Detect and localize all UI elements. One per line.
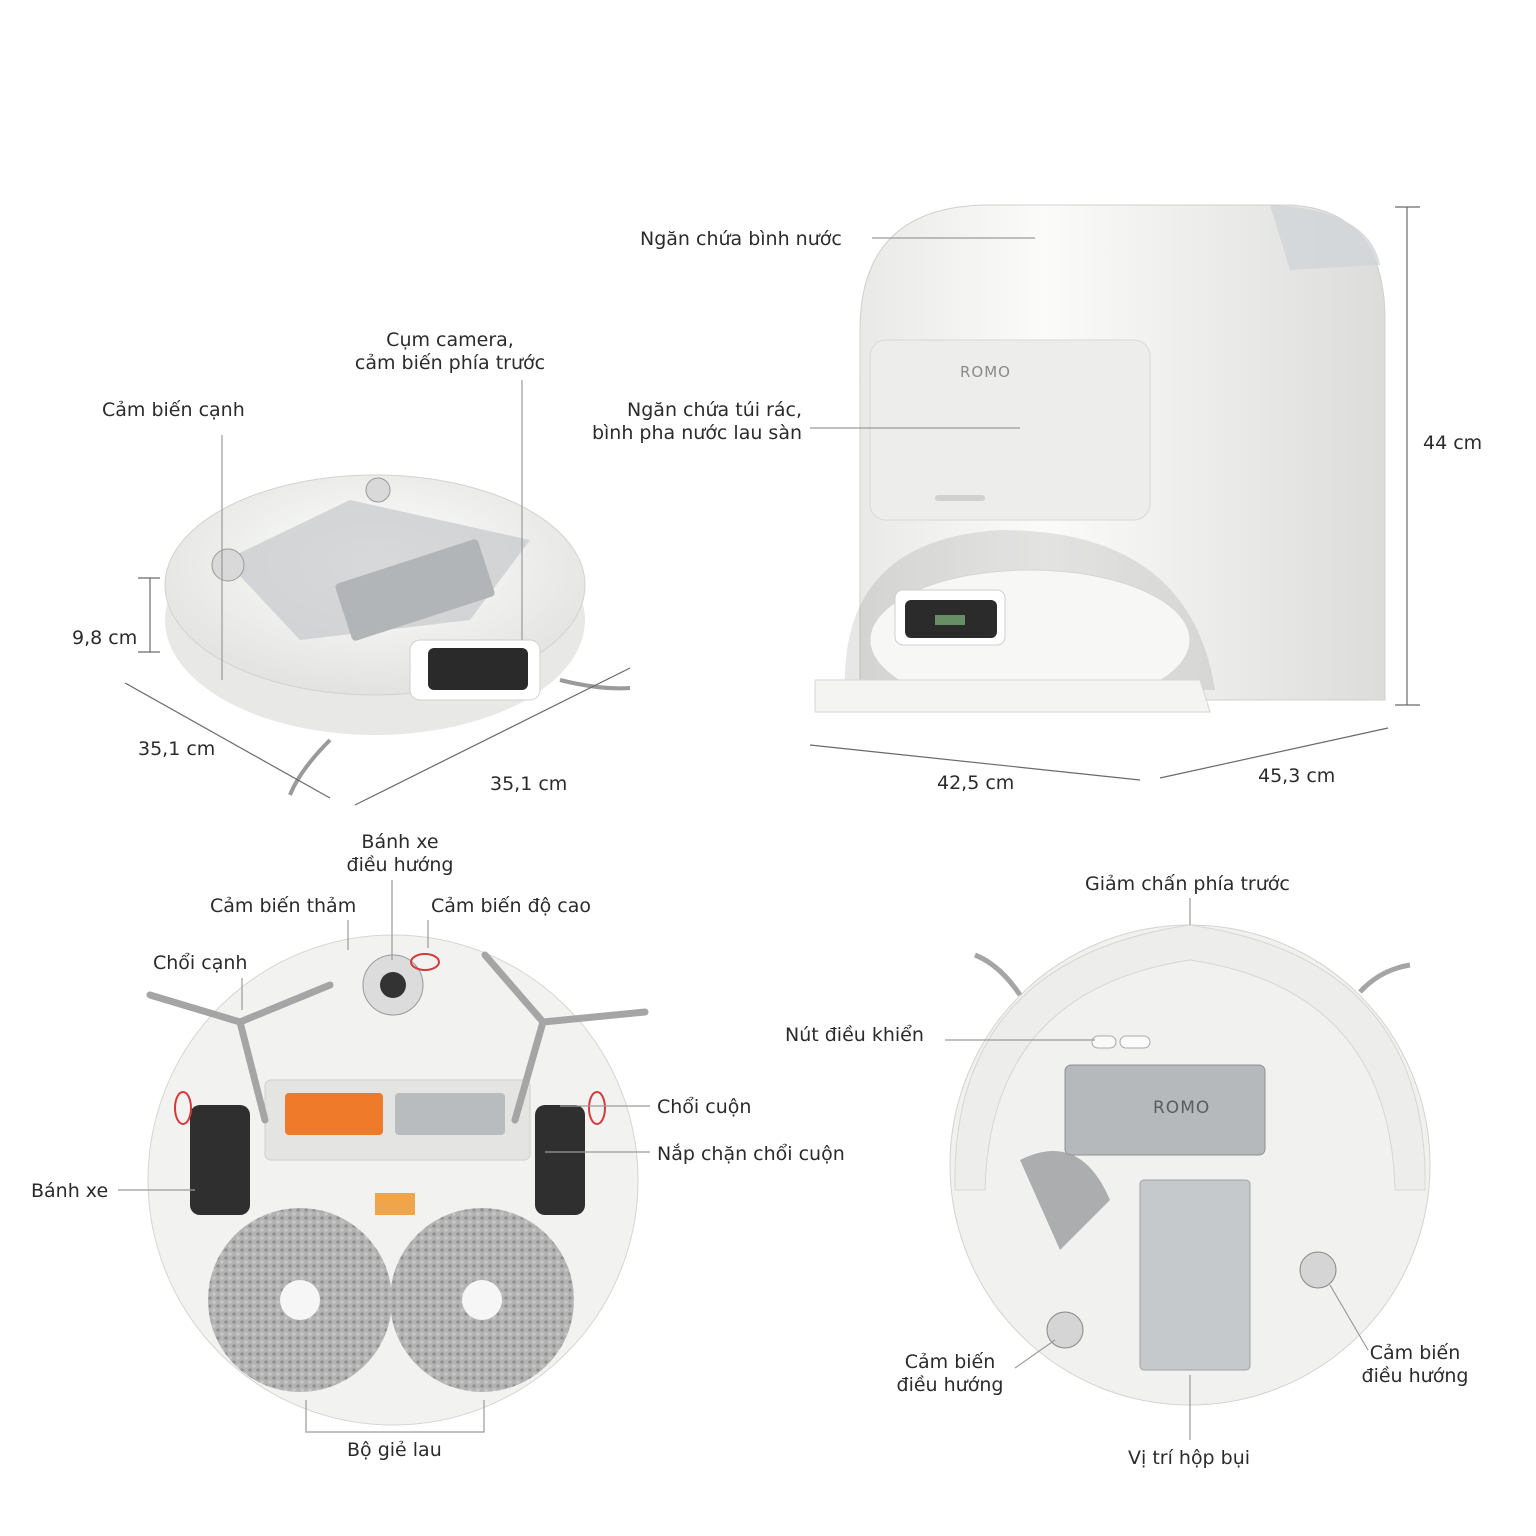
dim-robot-width-right: 35,1 cm [490,773,568,795]
label-dustbin: Vị trí hộp bụi [1128,1447,1251,1469]
label-mop: Bộ giẻ lau [347,1439,442,1461]
label-roller-cover: Nắp chặn chổi cuộn [657,1143,845,1165]
robot-lid-brand-logo: ROMO [1153,1098,1211,1118]
dim-station-width: 42,5 cm [937,772,1015,794]
label-wheel: Bánh xe [31,1180,109,1202]
label-trash-bag-line2: bình pha nước lau sàn [591,422,802,444]
label-edge-sensor: Cảm biến cạnh [102,399,245,421]
dim-robot-height: 9,8 cm [72,627,138,649]
robot-inside-view [949,924,1431,1406]
label-side-brush: Chổi cạnh [153,952,248,974]
dim-station-depth: 45,3 cm [1258,765,1336,787]
label-nav-wheel-line2: điều hướng [346,854,454,876]
leader-lines [118,237,1369,1440]
label-nav-sensor-right-line1: Cảm biến [1369,1342,1461,1364]
dimension-lines [124,206,1420,806]
robot-top-view [164,474,631,796]
label-nav-sensor-left-line2: điều hướng [896,1374,1004,1396]
label-nav-sensor-right-line2: điều hướng [1361,1365,1469,1387]
robot-bottom-view [146,934,649,1426]
label-camera-line1: Cụm camera, [386,329,514,351]
dim-station-height: 44 cm [1423,432,1483,454]
label-roller-brush: Chổi cuộn [657,1096,752,1118]
label-nav-wheel-line1: Bánh xe [361,831,439,853]
dim-robot-width-left: 35,1 cm [138,738,216,760]
label-control-button: Nút điều khiển [785,1024,924,1046]
label-front-bumper: Giảm chấn phía trước [1085,873,1290,895]
label-water-tank: Ngăn chứa bình nước [640,228,842,250]
station-brand-logo: ROMO [960,363,1011,381]
label-nav-sensor-left-line1: Cảm biến [904,1351,996,1373]
label-trash-bag-line1: Ngăn chứa túi rác, [627,399,802,421]
docking-station [814,204,1386,713]
label-cliff-sensor: Cảm biến độ cao [431,895,592,917]
label-camera-line2: cảm biến phía trước [354,352,546,374]
label-carpet-sensor: Cảm biến thảm [210,895,357,917]
